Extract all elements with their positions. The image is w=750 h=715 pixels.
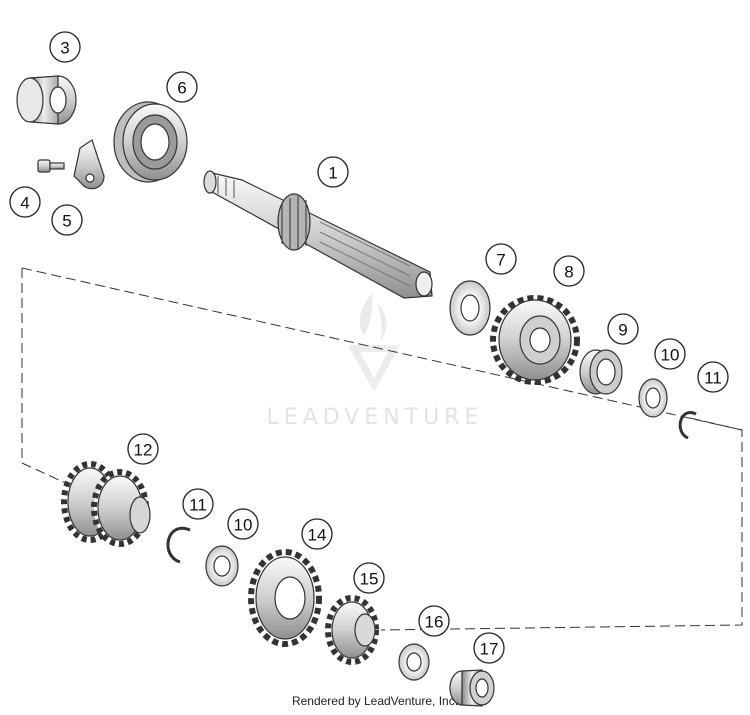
- callout-17: 17: [473, 632, 505, 664]
- svg-text:9: 9: [618, 321, 627, 340]
- callout-1: 1: [317, 156, 349, 188]
- svg-text:17: 17: [480, 640, 499, 659]
- callout-15: 15: [353, 562, 385, 594]
- part-1-shaft: [203, 170, 433, 299]
- dashed-leader: [21, 267, 743, 631]
- part-11-circlip-top: [678, 411, 697, 440]
- part-12-double-gear: [61, 461, 151, 547]
- part-5-lock-plate: [73, 139, 105, 190]
- part-4-screw: [37, 159, 65, 173]
- callout-10b: 10: [227, 508, 259, 540]
- svg-text:1: 1: [328, 164, 337, 183]
- footer-credit: Rendered by LeadVenture, Inc.: [291, 694, 459, 708]
- part-16-washer: [398, 643, 430, 681]
- part-11-circlip-bottom: [166, 526, 191, 564]
- part-14-gear: [248, 549, 322, 647]
- svg-text:3: 3: [60, 39, 69, 58]
- callout-6: 6: [166, 71, 198, 103]
- callout-14: 14: [301, 518, 333, 550]
- part-10-washer-bottom: [205, 545, 239, 587]
- svg-text:10: 10: [661, 346, 680, 365]
- callout-16: 16: [418, 605, 450, 637]
- svg-text:4: 4: [20, 194, 29, 213]
- part-17-needle-bearing: [449, 669, 495, 707]
- watermark-text: LEADVENTURE: [267, 405, 484, 430]
- callout-11b: 11: [182, 488, 214, 520]
- part-7-washer: [449, 280, 491, 336]
- svg-text:11: 11: [704, 369, 722, 388]
- part-9-bushing: [579, 349, 623, 395]
- svg-text:15: 15: [360, 570, 379, 589]
- part-6-bearing: [113, 101, 188, 183]
- part-3-bushing: [16, 75, 77, 125]
- svg-text:6: 6: [177, 79, 186, 98]
- callout-7: 7: [485, 243, 517, 275]
- svg-text:14: 14: [308, 526, 327, 545]
- watermark-logo: [348, 293, 400, 392]
- svg-text:5: 5: [62, 212, 71, 231]
- callout-3: 3: [49, 31, 81, 63]
- callout-10a: 10: [654, 338, 686, 370]
- callout-9: 9: [607, 313, 639, 345]
- svg-text:16: 16: [425, 613, 444, 632]
- svg-text:10: 10: [234, 516, 253, 535]
- part-8-gear: [490, 295, 580, 385]
- part-10-washer-top: [638, 378, 668, 418]
- svg-text:11: 11: [189, 496, 207, 515]
- callout-8: 8: [553, 255, 585, 287]
- part-15-gear: [325, 595, 379, 665]
- svg-text:7: 7: [496, 251, 505, 270]
- callout-11a: 11: [697, 361, 729, 393]
- callout-4: 4: [9, 186, 41, 218]
- svg-text:12: 12: [134, 441, 153, 460]
- callout-5: 5: [51, 204, 83, 236]
- callout-12: 12: [127, 433, 159, 465]
- svg-text:8: 8: [564, 263, 573, 282]
